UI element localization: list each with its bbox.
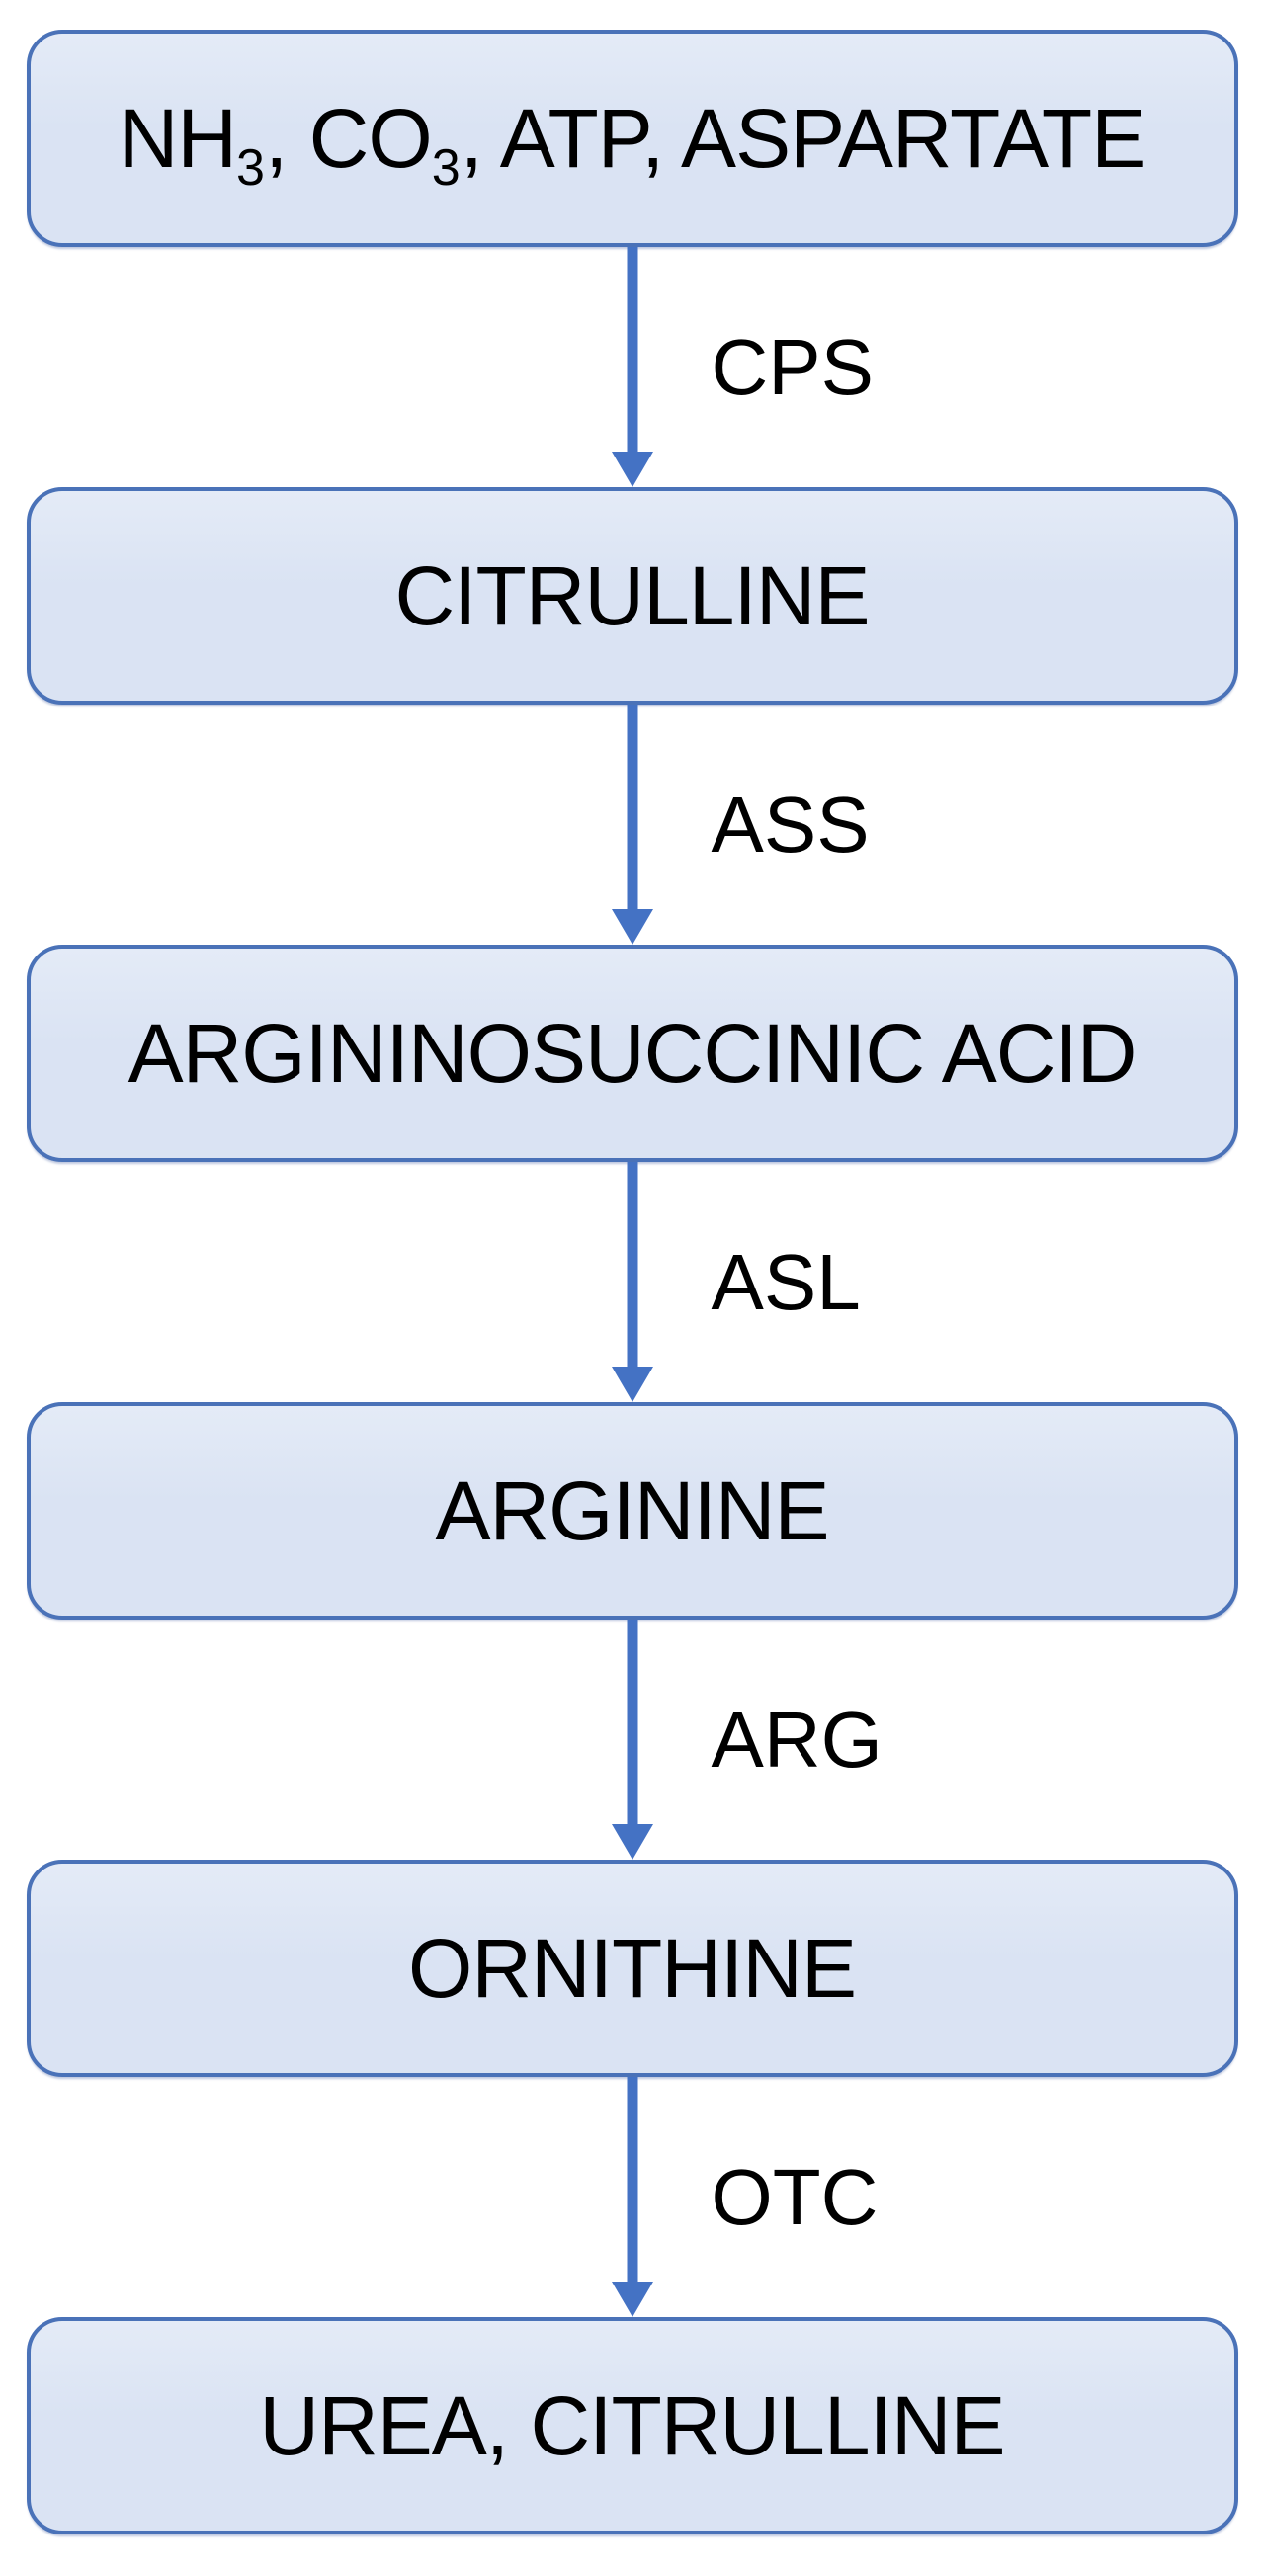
arrow-down-icon xyxy=(611,452,653,487)
arrow-argininosuccinic-acid-to-arginine: ASL xyxy=(0,1162,1264,1402)
arrow-citrulline-to-argininosuccinic-acid: ASS xyxy=(0,705,1264,945)
node-argininosuccinic-acid-label: ARGININOSUCCINIC ACID xyxy=(127,1007,1138,1100)
arrow-down-icon xyxy=(611,909,653,945)
node-urea-citrulline: UREA, CITRULLINE xyxy=(26,2317,1238,2534)
arrow-substrates-to-citrulline: CPS xyxy=(0,247,1264,487)
node-ornithine-label: ORNITHINE xyxy=(408,1922,857,2015)
node-arginine: ARGININE xyxy=(26,1402,1238,1620)
arrow-arginine-to-ornithine: ARG xyxy=(0,1620,1264,1860)
arrow-down-icon xyxy=(611,1824,653,1860)
arrow-down-icon xyxy=(611,2282,653,2317)
node-substrates: NH3, CO3, ATP, ASPARTATE xyxy=(26,30,1238,247)
enzyme-label-asl: ASL xyxy=(711,1237,861,1326)
enzyme-label-cps: CPS xyxy=(711,322,875,411)
node-ornithine: ORNITHINE xyxy=(26,1860,1238,2077)
enzyme-label-otc: OTC xyxy=(711,2152,879,2241)
arrow-line xyxy=(627,247,637,461)
arrow-line xyxy=(627,1162,637,1376)
arrow-down-icon xyxy=(611,1367,653,1402)
enzyme-label-ass: ASS xyxy=(711,780,870,869)
arrow-line xyxy=(627,1620,637,1834)
enzyme-label-arg: ARG xyxy=(711,1695,883,1784)
node-argininosuccinic-acid: ARGININOSUCCINIC ACID xyxy=(26,945,1238,1162)
node-citrulline-label: CITRULLINE xyxy=(394,549,870,642)
node-citrulline: CITRULLINE xyxy=(26,487,1238,705)
node-urea-citrulline-label: UREA, CITRULLINE xyxy=(259,2379,1005,2472)
node-arginine-label: ARGININE xyxy=(435,1464,829,1557)
arrow-line xyxy=(627,705,637,919)
arrow-line xyxy=(627,2077,637,2291)
arrow-ornithine-to-urea-citrulline: OTC xyxy=(0,2077,1264,2317)
node-substrates-label: NH3, CO3, ATP, ASPARTATE xyxy=(118,92,1147,197)
